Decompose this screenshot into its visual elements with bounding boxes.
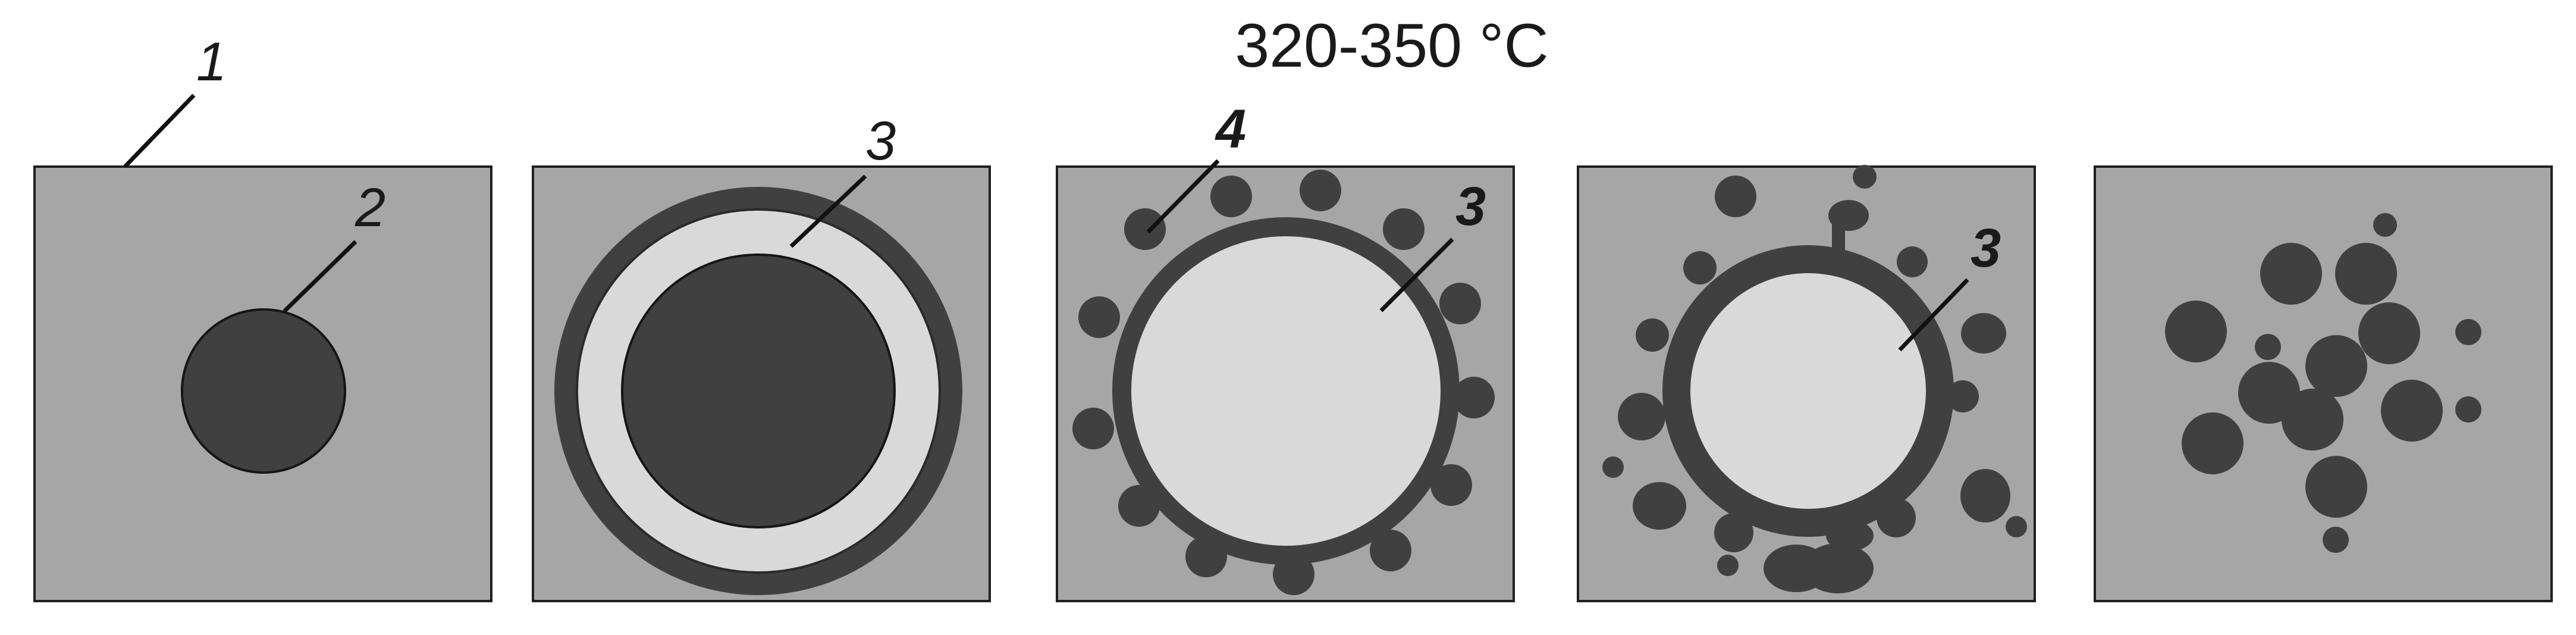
nodule bbox=[1383, 208, 1425, 250]
particle bbox=[1602, 456, 1624, 478]
particle bbox=[1714, 513, 1753, 552]
leader-3b bbox=[1379, 237, 1454, 312]
particle bbox=[1618, 393, 1665, 440]
nodule bbox=[1453, 377, 1495, 418]
panel-4: 3 bbox=[1577, 165, 2036, 602]
panel-5 bbox=[2094, 165, 2553, 602]
dispersed-particle bbox=[2305, 335, 2367, 397]
leader-2 bbox=[283, 240, 357, 313]
dispersed-particle bbox=[2165, 301, 2227, 362]
particle bbox=[1633, 482, 1686, 530]
nodule bbox=[1300, 170, 1341, 211]
particle bbox=[1683, 251, 1717, 284]
dispersed-particle bbox=[2455, 396, 2481, 423]
particle bbox=[1715, 176, 1756, 217]
label-3c: 3 bbox=[1971, 218, 2001, 279]
particle bbox=[1802, 543, 1874, 593]
particle bbox=[2006, 516, 2027, 537]
label-2: 2 bbox=[354, 177, 385, 238]
particle bbox=[1897, 246, 1928, 277]
leader-1 bbox=[123, 93, 196, 168]
dispersed-particle bbox=[2182, 412, 2244, 474]
dispersed-particle bbox=[2255, 334, 2281, 360]
panel-3-nodules bbox=[1072, 170, 1495, 595]
nodule bbox=[1124, 208, 1166, 250]
nodule bbox=[1210, 176, 1252, 217]
label-3a: 3 bbox=[865, 111, 896, 171]
leader-3c bbox=[1898, 278, 1969, 352]
dispersed-particle bbox=[2455, 319, 2481, 345]
nodule bbox=[1078, 296, 1120, 338]
panel-5-particles bbox=[2165, 213, 2481, 553]
dispersed-particle bbox=[2323, 527, 2349, 553]
dispersed-particle bbox=[2282, 389, 2343, 451]
panel-1: 1 2 bbox=[33, 32, 492, 602]
nodule bbox=[1370, 530, 1411, 571]
panel-1-particle bbox=[181, 308, 346, 474]
dispersed-particle bbox=[2335, 243, 2397, 305]
label-4: 4 bbox=[1215, 99, 1246, 159]
nodule bbox=[1430, 464, 1472, 506]
particle bbox=[1832, 211, 1845, 259]
panel-2-core bbox=[621, 254, 896, 528]
nodule bbox=[1439, 283, 1481, 324]
panel-3: 4 3 bbox=[1056, 99, 1515, 602]
panel-3-light-shell bbox=[1131, 236, 1441, 546]
dispersed-particle bbox=[2305, 456, 2367, 518]
dispersed-particle bbox=[2260, 243, 2322, 305]
label-3b: 3 bbox=[1455, 176, 1486, 237]
dispersed-particle bbox=[2381, 380, 2443, 442]
diagram-title: 320-350 °C bbox=[1235, 11, 1548, 80]
panel-2: 3 bbox=[532, 111, 991, 602]
particle bbox=[1853, 165, 1877, 189]
particle bbox=[1717, 555, 1739, 576]
dispersed-particle bbox=[2373, 213, 2397, 237]
dispersed-particle bbox=[2358, 302, 2420, 364]
panel-4-light-shell bbox=[1690, 273, 1926, 509]
panel-4-debris bbox=[1602, 165, 2027, 593]
particle bbox=[1947, 380, 1979, 412]
label-1: 1 bbox=[196, 32, 227, 92]
nodule bbox=[1072, 408, 1114, 449]
leader-4 bbox=[1146, 159, 1220, 234]
leader-3a bbox=[789, 174, 867, 248]
particle bbox=[1636, 318, 1669, 352]
particle bbox=[1960, 469, 2010, 523]
particle bbox=[1961, 313, 2006, 354]
